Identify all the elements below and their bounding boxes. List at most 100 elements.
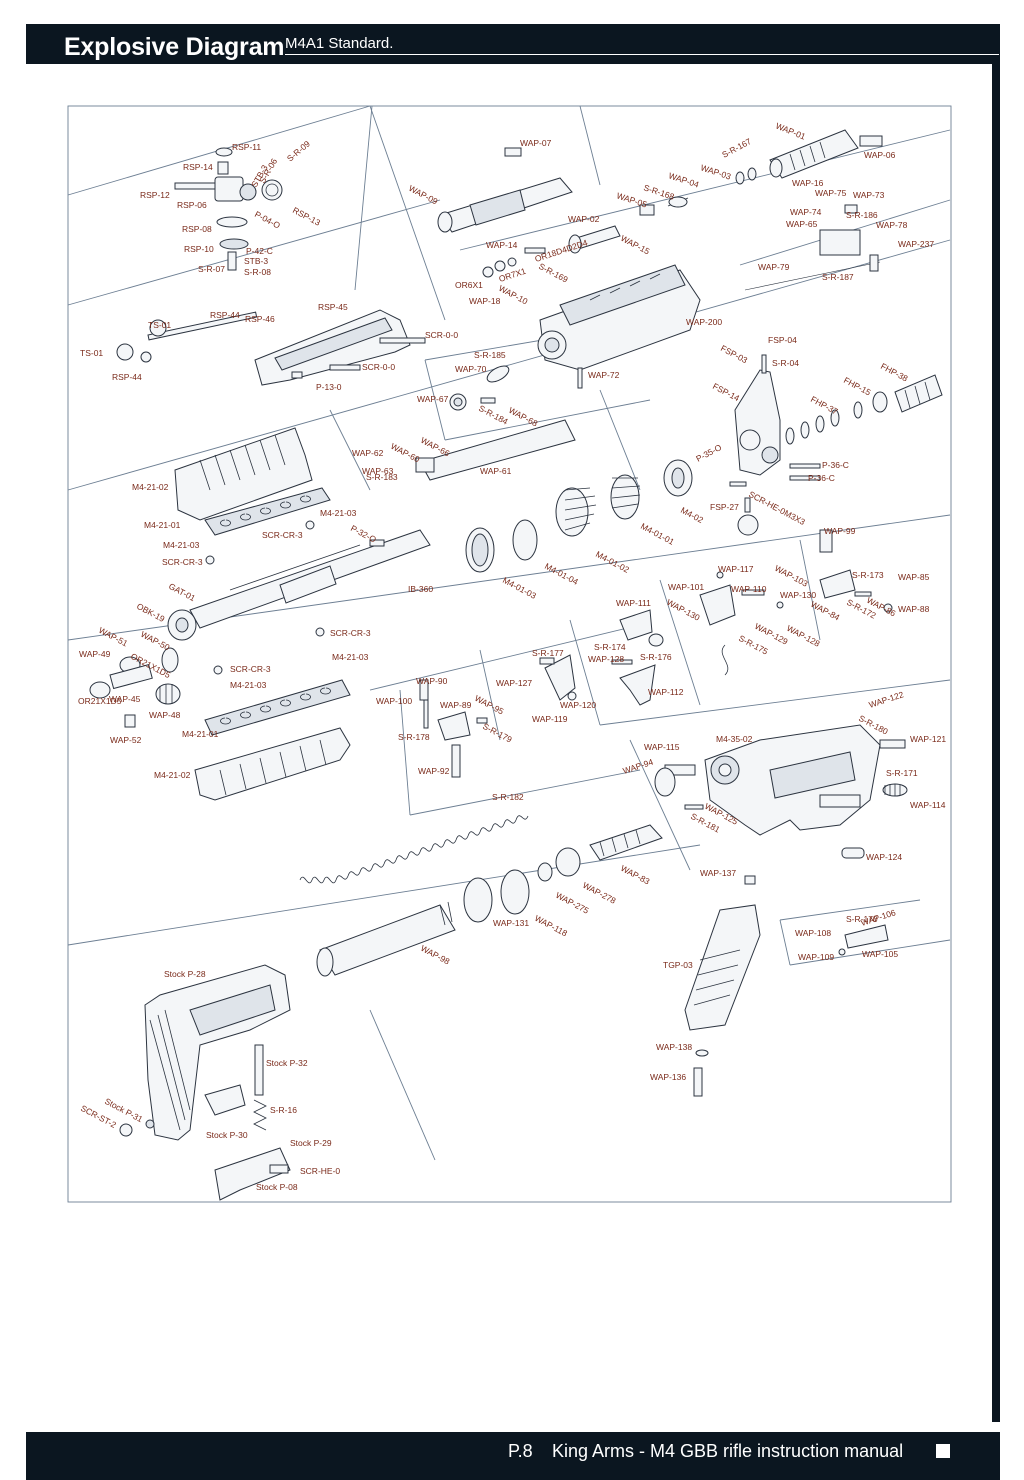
part-label: S-R-04: [772, 358, 799, 368]
part-label: WAP-65: [786, 219, 818, 229]
part-label: WAP-98: [419, 943, 452, 967]
part-label: WAP-117: [718, 564, 754, 574]
part-label: S-R-167: [720, 136, 753, 160]
part-label: S-R-08: [244, 267, 271, 277]
part-label: FSP-04: [768, 335, 797, 345]
part-label: M4-21-01: [182, 729, 219, 739]
part-label: WAP-99: [824, 526, 856, 536]
part-label: WAP-01: [774, 121, 807, 142]
part-label: S-R-182: [492, 792, 524, 802]
part-label: WAP-128: [785, 623, 822, 649]
part-label: WAP-111: [616, 598, 651, 608]
part-label: WAP-72: [588, 370, 620, 380]
part-label: WAP-73: [853, 190, 885, 200]
part-label: RSP-11: [232, 142, 261, 152]
part-label: WAP-07: [520, 138, 552, 148]
part-label: S-R-183: [366, 472, 398, 482]
part-label: WAP-04: [667, 170, 700, 189]
part-label: WAP-120: [560, 700, 596, 710]
part-label: WAP-75: [815, 188, 847, 198]
part-label: WAP-52: [110, 735, 142, 745]
part-label: WAP-14: [486, 240, 518, 250]
part-label: WAP-108: [795, 928, 831, 938]
part-label: RSP-12: [140, 190, 170, 200]
part-label: SCR-CR-3: [230, 664, 271, 674]
part-label: WAP-60: [389, 441, 422, 465]
part-label: S-R-175: [737, 633, 770, 657]
forward-assist-group: [89, 647, 181, 728]
part-label: WAP-90: [416, 676, 448, 686]
part-label: WAP-49: [79, 649, 111, 659]
part-label: P-36-C: [822, 460, 849, 470]
part-label: TS-01: [80, 348, 103, 358]
part-label: S-R-179: [481, 721, 514, 745]
part-label: M4-21-03: [163, 540, 200, 550]
part-label: S-R-09: [285, 138, 312, 163]
part-label: OBK-19: [135, 601, 167, 624]
part-label: Stock P-08: [256, 1182, 298, 1192]
part-label: S-R-170: [846, 914, 878, 924]
part-label: WAP-110: [731, 584, 767, 594]
page-number: P.8: [508, 1441, 533, 1461]
part-label: SCR-0-0: [425, 330, 458, 340]
part-label: STB-3: [244, 256, 268, 266]
part-label: WAP-94: [622, 757, 655, 776]
part-label: WAP-101: [668, 582, 704, 592]
part-label: WAP-88: [898, 604, 930, 614]
part-label: WAP-45: [109, 694, 141, 704]
part-label: WAP-118: [533, 913, 569, 939]
part-label: WAP-112: [648, 687, 684, 697]
part-label: WAP-06: [864, 150, 896, 160]
part-label: WAP-50: [139, 629, 172, 653]
page-title: Explosive Diagram: [64, 33, 285, 61]
part-label: Stock P-30: [206, 1130, 248, 1140]
part-label: WAP-48: [149, 710, 181, 720]
part-label: RSP-44: [210, 310, 240, 320]
part-label: S-R-16: [270, 1105, 297, 1115]
header-rule: [285, 54, 999, 55]
part-label: SCR-CR-3: [162, 557, 203, 567]
part-label: WAP-15: [619, 233, 652, 257]
part-label: WAP-18: [469, 296, 501, 306]
part-label: S-R-178: [398, 732, 430, 742]
part-label: M4-21-03: [320, 508, 357, 518]
part-label: WAP-74: [790, 207, 822, 217]
page-subtitle: M4A1 Standard.: [285, 35, 394, 52]
pistol-grip: [684, 875, 889, 1097]
part-label: M4-01-03: [501, 575, 538, 601]
carry-handle: [116, 309, 426, 386]
part-label: WAP-83: [619, 863, 652, 887]
part-label: WAP-128: [588, 654, 624, 664]
part-label: WAP-66: [419, 435, 452, 459]
part-label: OR6X1: [455, 280, 483, 290]
part-label: S-R-169: [537, 261, 570, 285]
part-label: TGP-03: [663, 960, 693, 970]
diagram-border: [67, 105, 952, 1203]
part-label: S-R-185: [474, 350, 506, 360]
part-label: WAP-138: [656, 1042, 692, 1052]
part-label: WAP-51: [97, 625, 130, 649]
part-label: IB-360: [408, 584, 433, 594]
part-label: WAP-122: [868, 689, 906, 710]
fire-control-group: [419, 529, 893, 778]
section-dividers: [67, 105, 951, 1161]
part-label: RSP-46: [245, 314, 275, 324]
lower-receiver: [654, 724, 908, 859]
part-label: M4-21-01: [144, 520, 181, 530]
part-label: SCR-HE-0: [300, 1166, 340, 1176]
upper-receiver: [537, 264, 701, 389]
footer-square-mark: [936, 1444, 950, 1458]
part-label: WAP-61: [480, 466, 512, 476]
lower-handguard: [194, 627, 351, 801]
part-label: WAP-78: [876, 220, 908, 230]
part-label: P-32-O: [349, 523, 378, 545]
part-label: WAP-09: [407, 183, 440, 207]
part-label: M4-21-02: [154, 770, 191, 780]
part-label: S-R-177: [532, 648, 564, 658]
part-label: M4-01-01: [639, 521, 676, 547]
part-label: SCR-CR-3: [262, 530, 303, 540]
part-label: WAP-119: [532, 714, 568, 724]
part-label: WAP-63: [362, 466, 394, 476]
part-label: WAP-67: [417, 394, 449, 404]
part-label: WAP-130: [665, 597, 702, 623]
